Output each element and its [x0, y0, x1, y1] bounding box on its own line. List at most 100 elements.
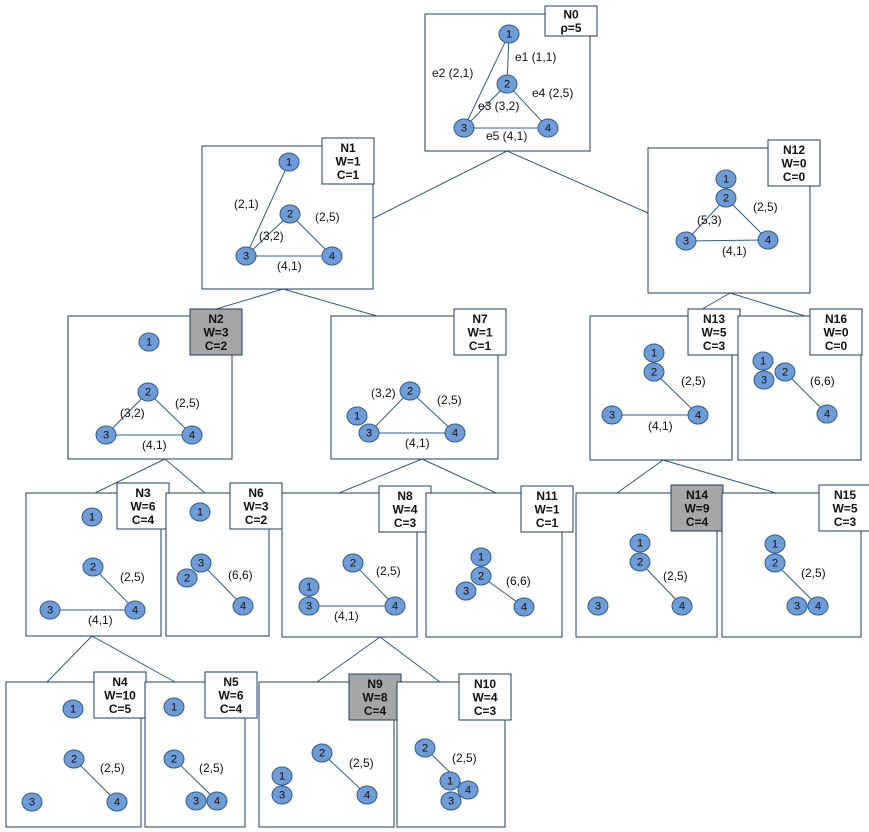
- vertex-circle: [629, 533, 651, 553]
- vertex-label: 4: [329, 251, 335, 263]
- vertex-label: 3: [794, 601, 800, 613]
- node-id: N13: [703, 312, 725, 326]
- graph-vertex: 4: [816, 404, 838, 424]
- vertex-label: 2: [171, 754, 177, 766]
- vertex-label: 1: [146, 337, 152, 349]
- graph-edge: [105, 391, 149, 436]
- node-id: N9: [367, 677, 383, 691]
- vertex-circle: [470, 566, 492, 586]
- vertex-label: 2: [504, 79, 510, 91]
- vertex-label: 1: [447, 776, 453, 788]
- tree-link-n7-n8: [338, 458, 423, 494]
- vertex-label: 3: [683, 236, 689, 248]
- edge-label: (4,1): [722, 244, 747, 258]
- graph-vertex: 2: [163, 749, 185, 769]
- graph-vertex: 2: [399, 381, 421, 401]
- edge-label: (2,5): [681, 374, 706, 388]
- vertex-label: 3: [595, 601, 601, 613]
- node-stat: W=3: [243, 499, 268, 513]
- vertex-label: 4: [364, 790, 370, 802]
- vertex-circle: [457, 780, 479, 800]
- node-stat: C=2: [245, 513, 268, 527]
- edge-label: (4,1): [142, 438, 167, 452]
- edge-label: (4,1): [405, 436, 430, 450]
- edge-label: e2 (2,1): [432, 66, 473, 80]
- node-id: N5: [223, 675, 239, 689]
- graph-vertex: 2: [496, 74, 518, 94]
- vertex-circle: [816, 404, 838, 424]
- graph-vertex: 4: [687, 405, 709, 425]
- tree-node-n0: e1 (1,1)e2 (2,1)e3 (3,2)e4 (2,5)e5 (4,1)…: [424, 5, 598, 152]
- vertex-circle: [81, 507, 103, 527]
- edge-label: (2,5): [663, 569, 688, 583]
- node-id: N12: [783, 143, 805, 157]
- node-id: N14: [686, 488, 708, 502]
- tree-link-n8-n10: [379, 636, 441, 683]
- edge-label: (5,3): [697, 213, 722, 227]
- graph-vertex: 1: [163, 697, 185, 717]
- vertex-circle: [629, 552, 651, 572]
- graph-edge: [200, 562, 244, 607]
- node-stat: W=4: [392, 502, 417, 516]
- graph-vertex: 4: [124, 600, 146, 620]
- vertex-label: 2: [184, 573, 190, 585]
- node-stat: W=0: [823, 325, 848, 339]
- edge-label: (3,2): [259, 229, 284, 243]
- graph-vertex: 4: [321, 246, 343, 266]
- vertex-label: 2: [478, 571, 484, 583]
- graph-vertex: 4: [671, 596, 693, 616]
- vertex-circle: [271, 766, 293, 786]
- vertex-circle: [321, 246, 343, 266]
- vertex-circle: [235, 246, 257, 266]
- graph-vertex: 1: [752, 351, 774, 371]
- vertex-label: 4: [452, 428, 458, 440]
- vertex-label: 2: [90, 562, 96, 574]
- graph-vertex: 3: [601, 405, 623, 425]
- graph-vertex: 2: [764, 553, 786, 573]
- node-stat: W=1: [467, 325, 492, 339]
- vertex-circle: [356, 785, 378, 805]
- node-stat: C=4: [132, 513, 155, 527]
- graph-vertex: 1: [189, 502, 211, 522]
- tree-link-n2-n3: [94, 458, 166, 494]
- vertex-circle: [311, 743, 333, 763]
- node-stat: C=4: [364, 704, 387, 718]
- edge-label: (4,1): [277, 259, 302, 273]
- vertex-circle: [298, 577, 320, 597]
- graph-edge: [774, 562, 819, 607]
- vertex-label: 2: [145, 387, 151, 399]
- graph-vertex: 1: [439, 771, 461, 791]
- vertex-circle: [399, 381, 421, 401]
- node-stat: W=6: [218, 688, 243, 702]
- vertex-label: 2: [637, 557, 643, 569]
- vertex-circle: [106, 792, 128, 812]
- edge-label: (2,5): [753, 200, 778, 214]
- node-info-box: [458, 673, 512, 721]
- tree-link-n13-n14: [616, 459, 664, 494]
- vertex-circle: [189, 502, 211, 522]
- graph-vertex: 2: [643, 362, 665, 382]
- graph-edge: [463, 33, 510, 129]
- vertex-circle: [346, 406, 368, 426]
- vertex-circle: [278, 152, 300, 172]
- graph-vertex: 2: [82, 557, 104, 577]
- vertex-label: 2: [772, 558, 778, 570]
- vertex-label: 1: [89, 512, 95, 524]
- graph-vertex: 3: [39, 600, 61, 620]
- graph-vertex: 3: [358, 423, 380, 443]
- vertex-circle: [63, 749, 85, 769]
- graph-vertex: 3: [675, 231, 697, 251]
- graph-vertex: 1: [629, 533, 651, 553]
- edge-label: (2,5): [100, 761, 125, 775]
- tree-link-n2-n6: [164, 458, 206, 494]
- graph-edge: [73, 758, 118, 803]
- edge-label: (2,5): [801, 566, 826, 580]
- node-info-box: [687, 308, 741, 356]
- edge-label: (2,5): [437, 393, 462, 407]
